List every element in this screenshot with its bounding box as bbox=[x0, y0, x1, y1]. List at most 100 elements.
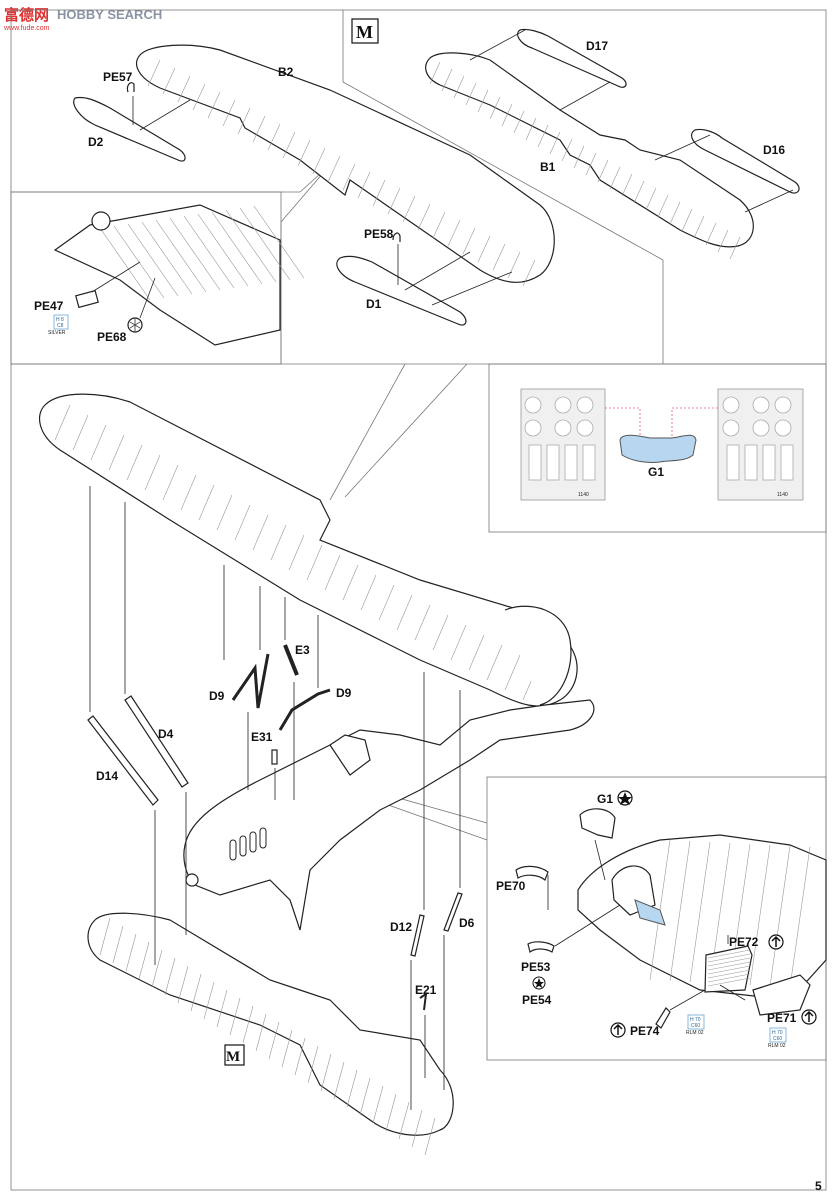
upper-rib-6 bbox=[144, 454, 161, 491]
outer-frame bbox=[10, 9, 827, 1191]
pe74-paint-line-1: H 70 bbox=[690, 1017, 701, 1023]
mask-right-mask-circle-5 bbox=[752, 419, 770, 437]
pe72-mesh-line-8 bbox=[707, 977, 751, 987]
label-e31: E31 bbox=[251, 730, 273, 744]
b1-rib-7 bbox=[501, 103, 513, 127]
cockpit-rib-2 bbox=[669, 840, 691, 982]
lower-rib-26 bbox=[424, 1117, 436, 1156]
d16-arrow-1 bbox=[654, 134, 711, 161]
upper-rib-14 bbox=[288, 534, 305, 571]
louver-1 bbox=[229, 839, 237, 861]
b2-rib-2 bbox=[162, 67, 176, 95]
strut-d12 bbox=[410, 914, 425, 957]
b1-rib-19 bbox=[645, 187, 657, 211]
label-g1-detail: G1 bbox=[597, 792, 613, 806]
canopy-mask-sheets: 1140 1140 bbox=[520, 388, 804, 501]
lower-rib-19 bbox=[333, 1061, 345, 1100]
b1-rib-9 bbox=[525, 117, 537, 141]
cockpit-opening bbox=[329, 734, 371, 776]
main-lower-wing-ribs bbox=[99, 917, 436, 1156]
b1-rib-4 bbox=[465, 82, 477, 106]
lower-rib-24 bbox=[398, 1101, 410, 1140]
cockpit-detail: H 70 C60 RLM 02 H 70 C60 RLM 02 bbox=[515, 808, 827, 1049]
cockpit-rib-7 bbox=[769, 845, 791, 987]
mask-left-mask-strip-4 bbox=[582, 444, 596, 481]
propeller-hub bbox=[185, 873, 199, 887]
b2-rib-1 bbox=[147, 59, 161, 87]
lower-rib-17 bbox=[307, 1045, 319, 1084]
upper-rib-1 bbox=[54, 404, 71, 441]
label-pe70: PE70 bbox=[496, 879, 526, 893]
b2-rib-26 bbox=[522, 259, 536, 287]
louver-3 bbox=[249, 831, 257, 853]
label-e21: E21 bbox=[415, 983, 437, 997]
pe71-paint-line-3: RLM 02 bbox=[768, 1043, 786, 1049]
pe72-mesh-line-7 bbox=[707, 973, 751, 983]
b1-rib-20 bbox=[657, 194, 669, 218]
b2-rib-20 bbox=[432, 211, 446, 239]
wing-b1-outline bbox=[425, 52, 754, 248]
upper-rib-18 bbox=[360, 574, 377, 611]
cockpit-fuselage-section bbox=[577, 834, 827, 1001]
upper-rib-11 bbox=[234, 504, 251, 541]
b2-rib-12 bbox=[312, 147, 326, 175]
b1-rib-5 bbox=[477, 89, 489, 113]
star-icon-glyph bbox=[618, 792, 632, 805]
fuselage bbox=[183, 605, 595, 931]
mask-right-mask-circle-4 bbox=[722, 419, 740, 437]
m-box-bottom-frame bbox=[224, 1044, 245, 1066]
label-d17: D17 bbox=[586, 39, 608, 53]
pe54-star-glyph bbox=[534, 978, 544, 988]
turn-over-icon-pe74 bbox=[610, 1022, 626, 1038]
label-pe47: PE47 bbox=[34, 299, 64, 313]
cowling-louvers bbox=[229, 827, 267, 861]
mask-link-right bbox=[671, 407, 718, 436]
upper-rib-8 bbox=[180, 474, 197, 511]
detail-magnifier-circle bbox=[91, 211, 111, 231]
label-d16: D16 bbox=[763, 143, 785, 157]
d1-arrow-2 bbox=[431, 271, 513, 306]
lower-rib-15 bbox=[281, 1029, 293, 1068]
cockpit-rib-8 bbox=[789, 846, 811, 988]
mask-right-mask-strip-3 bbox=[762, 444, 776, 481]
panel-frames bbox=[10, 9, 827, 1191]
lower-wing-b1 bbox=[425, 28, 800, 260]
b1-rib-12 bbox=[561, 138, 573, 162]
b1-rib-21 bbox=[669, 201, 681, 225]
lower-rib-8 bbox=[190, 973, 202, 1012]
label-pe71: PE71 bbox=[767, 1011, 797, 1025]
upper-rib-20 bbox=[396, 594, 413, 631]
fuselage-outline bbox=[183, 699, 595, 931]
label-d6: D6 bbox=[459, 916, 475, 930]
turn-over-icon-pe72 bbox=[768, 934, 784, 950]
label-pe53: PE53 bbox=[521, 960, 551, 974]
aileron-d2 bbox=[73, 96, 186, 162]
star-icon-pe54 bbox=[532, 976, 546, 990]
pe74-paint-line-2: C60 bbox=[691, 1023, 700, 1029]
main-lower-wing bbox=[87, 912, 454, 1156]
strut-e3 bbox=[283, 644, 299, 676]
pe71-turn-arrow bbox=[804, 1010, 814, 1022]
d1-arrow-1 bbox=[404, 251, 471, 291]
lower-rib-5 bbox=[151, 949, 163, 988]
b2-rib-24 bbox=[492, 243, 506, 271]
b2-rib-6 bbox=[222, 99, 236, 127]
pe72-mesh bbox=[707, 949, 751, 987]
pe74-part bbox=[655, 1007, 671, 1029]
b1-rib-10 bbox=[537, 124, 549, 148]
lower-rib-11 bbox=[229, 997, 241, 1036]
b1-rib-25 bbox=[717, 229, 729, 253]
arrow-pe74 bbox=[669, 989, 706, 1011]
pe72-mesh-line-4 bbox=[707, 961, 751, 971]
label-e3: E3 bbox=[295, 643, 310, 657]
detail-rib-1 bbox=[99, 227, 151, 301]
upper-rib-4 bbox=[108, 434, 125, 471]
pe57-part bbox=[126, 82, 135, 93]
b2-rib-3 bbox=[177, 75, 191, 103]
aileron-d17 bbox=[517, 28, 627, 88]
d2-arrow-1 bbox=[139, 99, 191, 131]
b1-rib-15 bbox=[597, 159, 609, 183]
upper-rib-13 bbox=[270, 524, 287, 561]
b2-rib-15 bbox=[357, 171, 371, 199]
mask-sheet-left-code: 1140 bbox=[578, 492, 589, 498]
